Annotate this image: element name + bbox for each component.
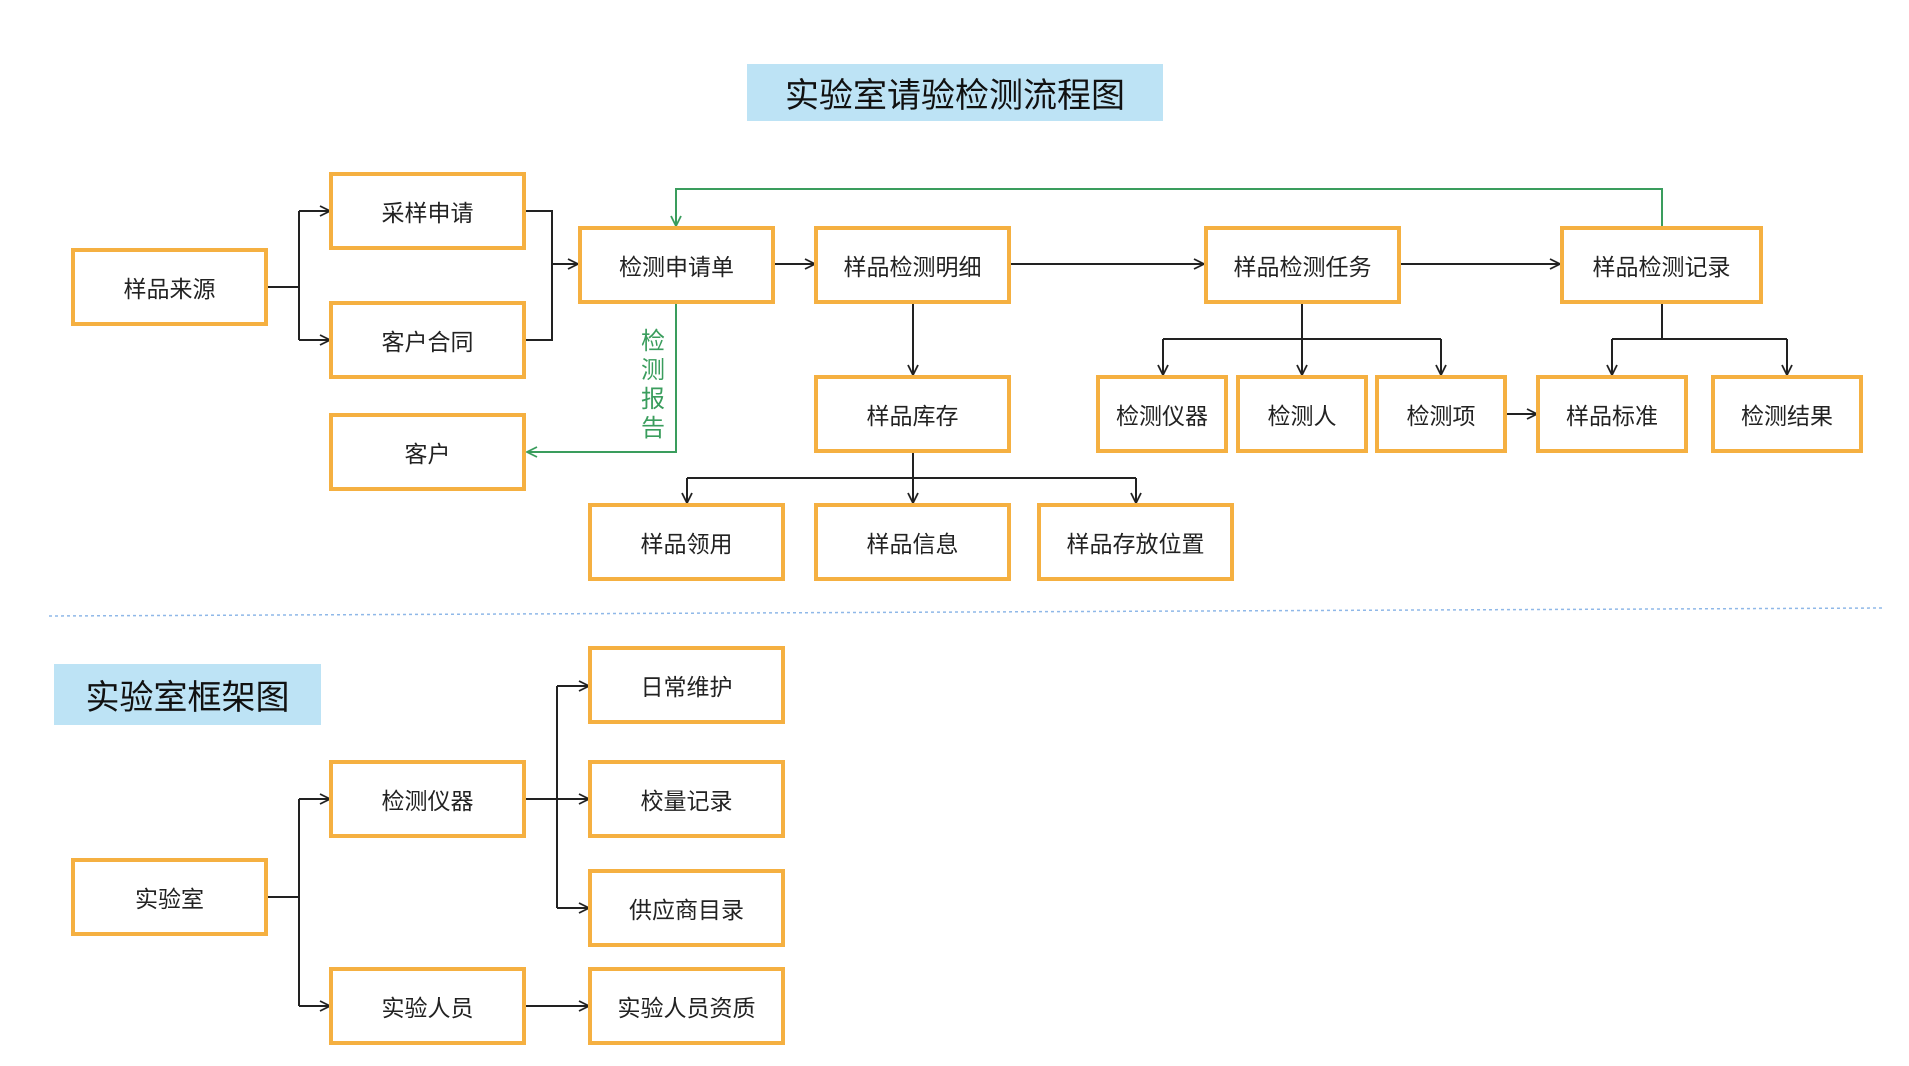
node-test-item: 检测项: [1375, 375, 1507, 453]
edge-instrument-branch: [525, 686, 558, 908]
node-sampling-request: 采样申请: [329, 172, 526, 250]
node-instrument: 检测仪器: [1096, 375, 1228, 453]
node-calibration: 校量记录: [588, 760, 785, 838]
edge-merge-to-request: [525, 210, 578, 341]
node-fw-instrument: 检测仪器: [329, 760, 526, 838]
node-customer-contract: 客户合同: [329, 301, 526, 379]
node-test-record: 样品检测记录: [1560, 226, 1763, 304]
node-test-detail: 样品检测明细: [814, 226, 1011, 304]
node-sample-usage: 样品领用: [588, 503, 785, 581]
report-label: 检 测 报 告: [638, 327, 668, 443]
report-label-char: 测: [641, 356, 665, 384]
node-sample-info: 样品信息: [814, 503, 1011, 581]
node-sample-inventory: 样品库存: [814, 375, 1011, 453]
edge-inventory-branch: [687, 452, 1136, 479]
framework-title: 实验室框架图: [54, 664, 321, 725]
node-test-result: 检测结果: [1711, 375, 1863, 453]
report-label-char: 告: [641, 414, 665, 442]
section-divider: [48, 607, 1885, 617]
edge-task-branch: [1163, 302, 1441, 340]
node-customer: 客户: [329, 413, 526, 491]
report-label-char: 检: [641, 327, 665, 355]
flowchart-title: 实验室请验检测流程图: [747, 64, 1163, 121]
node-sample-location: 样品存放位置: [1037, 503, 1234, 581]
node-sample-source: 样品来源: [71, 248, 268, 326]
node-test-task: 样品检测任务: [1204, 226, 1401, 304]
node-qualification: 实验人员资质: [588, 967, 785, 1045]
node-test-request: 检测申请单: [578, 226, 775, 304]
node-supplier: 供应商目录: [588, 869, 785, 947]
edge-record-branch: [1612, 302, 1787, 340]
node-lab: 实验室: [71, 858, 268, 936]
edge-request-to-customer-report: [527, 302, 677, 452]
edge-record-to-request-feedback: [676, 188, 1663, 226]
node-maintenance: 日常维护: [588, 646, 785, 724]
report-label-char: 报: [641, 385, 665, 413]
node-tester: 检测人: [1236, 375, 1368, 453]
node-staff: 实验人员: [329, 967, 526, 1045]
node-sample-standard: 样品标准: [1536, 375, 1688, 453]
edge-lab-branch: [268, 799, 300, 1006]
edge-source-branch: [268, 211, 300, 340]
